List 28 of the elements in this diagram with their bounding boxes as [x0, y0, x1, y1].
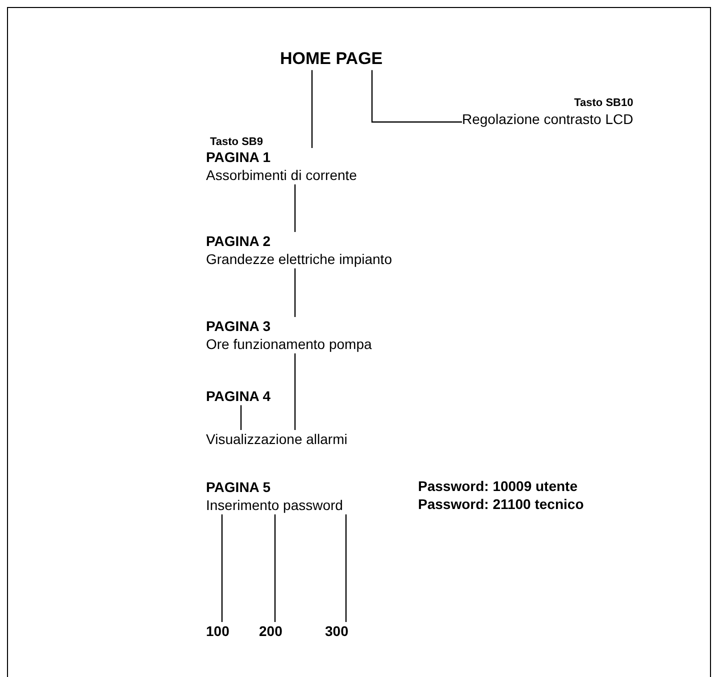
connector-line	[371, 70, 462, 123]
page-heading: 100	[206, 622, 230, 640]
password-note: Password: 10009 utente	[418, 478, 578, 494]
page-description: Visualizzazione allarmi	[206, 430, 348, 448]
page-description: Assorbimenti di corrente	[206, 166, 357, 184]
page-heading: Tasto SB10	[574, 96, 634, 110]
connector-line	[311, 70, 313, 148]
connector-line	[294, 353, 296, 430]
page-description: Ore funzionamento pompa	[206, 335, 372, 354]
page-heading: PAGINA 2	[206, 232, 271, 250]
page-heading: 300	[325, 622, 348, 640]
password-note: Password: 21100 tecnico	[418, 496, 584, 512]
page-description: Grandezze elettriche impianto	[206, 250, 392, 268]
connector-line	[240, 405, 242, 430]
connector-line	[221, 514, 223, 622]
page-heading: PAGINA 3	[206, 317, 271, 336]
connector-line	[294, 268, 296, 317]
connector-line	[345, 514, 347, 622]
page-heading: PAGINA 1	[206, 148, 271, 166]
page-heading: PAGINA 4	[206, 387, 271, 406]
connector-line	[294, 184, 296, 232]
page-heading: PAGINA 5	[206, 478, 271, 496]
edge-label: Tasto SB9	[210, 136, 263, 148]
page-description: Regolazione contrasto LCD	[462, 110, 634, 128]
page-heading: 200	[259, 622, 282, 640]
connector-line	[274, 514, 276, 622]
page-description: Inserimento password	[206, 496, 343, 514]
page-heading: HOME PAGE	[280, 48, 383, 70]
